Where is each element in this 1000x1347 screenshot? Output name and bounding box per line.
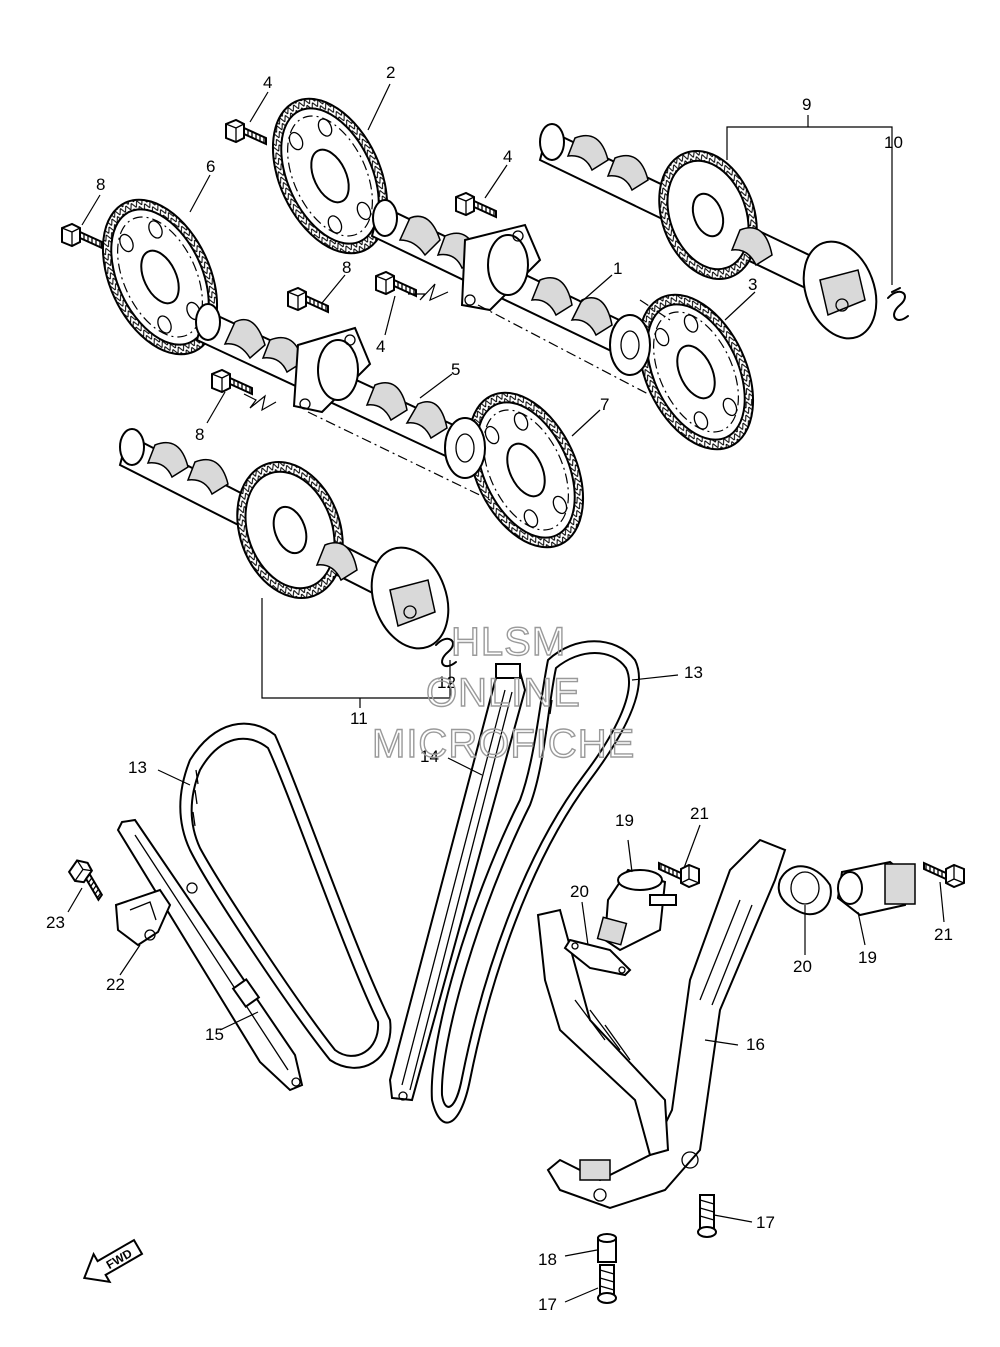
callout-19-right: 19 xyxy=(858,948,877,967)
spring-10 xyxy=(887,287,909,321)
camshaft-5 xyxy=(195,303,486,479)
callout-8-left: 8 xyxy=(96,175,105,194)
camshaft-assembly-11 xyxy=(118,428,450,650)
cam-sprocket-6 xyxy=(101,198,219,356)
assembly-line-3 xyxy=(639,299,671,321)
leader-lines xyxy=(67,83,945,1303)
cam-sprocket-7 xyxy=(467,391,585,549)
callout-4-lower: 4 xyxy=(376,337,385,356)
timing-chain-13-left xyxy=(179,722,392,1069)
callout-13-left: 13 xyxy=(128,758,147,777)
timing-chain-13-right xyxy=(430,640,640,1124)
gasket-20-right xyxy=(777,865,832,915)
camshaft-assembly-9 xyxy=(538,123,878,340)
assembly-line-5 xyxy=(307,411,491,501)
tensioner-guide-16 xyxy=(536,838,787,1210)
callout-10: 10 xyxy=(884,133,903,152)
bolt-4-upper xyxy=(225,119,267,145)
callout-12: 12 xyxy=(437,673,456,692)
callout-18: 18 xyxy=(538,1250,557,1269)
watermark: HLSM ONLINE MICROFICHE xyxy=(371,619,635,766)
callout-8-lower: 8 xyxy=(195,425,204,444)
callout-13-right: 13 xyxy=(684,663,703,682)
bolt-8-center xyxy=(287,287,329,313)
callout-1: 1 xyxy=(613,259,622,278)
chain-guide-14 xyxy=(388,663,527,1102)
callout-4-upper: 4 xyxy=(263,73,272,92)
collar-18 xyxy=(597,1233,617,1263)
callout-19-center: 19 xyxy=(615,811,634,830)
callout-14: 14 xyxy=(420,747,439,766)
bolt-4-middle xyxy=(455,192,497,218)
bracket-22 xyxy=(114,888,172,947)
bolt-8-left xyxy=(61,223,103,249)
callout-21-right: 21 xyxy=(934,925,953,944)
callout-20-right: 20 xyxy=(793,957,812,976)
callout-labels: 1 2 3 4 4 4 5 6 7 8 8 8 9 10 11 12 13 13… xyxy=(46,63,953,1314)
callout-17-right: 17 xyxy=(756,1213,775,1232)
callout-2: 2 xyxy=(386,63,395,82)
spring-12 xyxy=(435,637,457,668)
callout-8-center: 8 xyxy=(342,258,351,277)
assembly-indicator-8 xyxy=(243,393,277,412)
watermark-line-1: HLSM xyxy=(451,620,566,664)
bolt-4-lower xyxy=(375,271,417,297)
bolt-17-right xyxy=(697,1194,717,1238)
callout-20-center: 20 xyxy=(570,882,589,901)
callout-9: 9 xyxy=(802,95,811,114)
watermark-line-3: MICROFICHE xyxy=(372,722,635,766)
cam-sprocket-2 xyxy=(271,97,389,255)
callout-22: 22 xyxy=(106,975,125,994)
tensioner-19-center xyxy=(596,868,677,952)
callout-15: 15 xyxy=(205,1025,224,1044)
gasket-20-center xyxy=(563,938,632,977)
assembly-indicator-4 xyxy=(408,283,449,302)
watermark-line-2: ONLINE xyxy=(426,671,581,715)
chain-guide-15 xyxy=(116,818,304,1092)
callout-4-middle: 4 xyxy=(503,147,512,166)
callout-21-center: 21 xyxy=(690,804,709,823)
callout-7: 7 xyxy=(600,395,609,414)
forward-direction-badge: FWD xyxy=(82,1238,144,1284)
assembly-line-1 xyxy=(477,304,651,396)
bolt-8-lower xyxy=(211,369,253,395)
tensioner-19-right xyxy=(836,860,916,917)
callout-11: 11 xyxy=(350,709,368,728)
cam-sprocket-3 xyxy=(637,293,755,451)
callout-3: 3 xyxy=(748,275,757,294)
bolt-23 xyxy=(64,856,114,901)
callout-23: 23 xyxy=(46,913,65,932)
callout-5: 5 xyxy=(451,360,460,379)
callout-6: 6 xyxy=(206,157,215,176)
callout-16: 16 xyxy=(746,1035,765,1054)
bolt-17-lower xyxy=(597,1264,617,1304)
camshaft-1 xyxy=(370,199,651,376)
bolt-21-right xyxy=(923,862,965,888)
callout-17-lower: 17 xyxy=(538,1295,557,1314)
